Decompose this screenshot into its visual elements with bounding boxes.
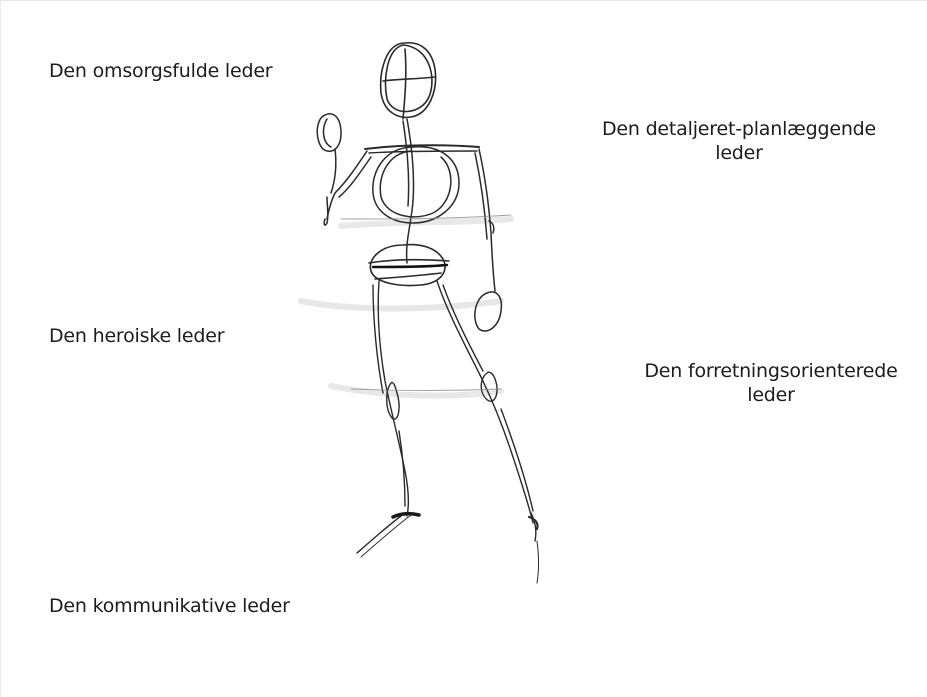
label-detaljeret-line-2: leder xyxy=(589,141,889,165)
label-forretningsorienterede-leder: Den forretningsorienterede leder xyxy=(621,359,921,407)
label-detaljeret-planlaeggende-leder: Den detaljeret-planlæggende leder xyxy=(589,117,889,165)
figure-sketch-icon xyxy=(256,21,601,601)
left-arm xyxy=(317,114,371,225)
label-heroiske-leder: Den heroiske leder xyxy=(49,324,224,348)
label-forretning-line-1: Den forretningsorienterede xyxy=(621,359,921,383)
hips xyxy=(369,245,449,286)
spine xyxy=(403,119,414,263)
right-leg xyxy=(437,281,539,583)
label-omsorgsfulde-leder: Den omsorgsfulde leder xyxy=(49,59,272,83)
chest xyxy=(373,147,459,223)
label-detaljeret-line-1: Den detaljeret-planlæggende xyxy=(589,117,889,141)
label-kommunikative-leder: Den kommunikative leder xyxy=(49,594,290,618)
head xyxy=(381,43,436,119)
left-leg xyxy=(357,281,419,557)
label-forretning-line-2: leder xyxy=(621,383,921,407)
